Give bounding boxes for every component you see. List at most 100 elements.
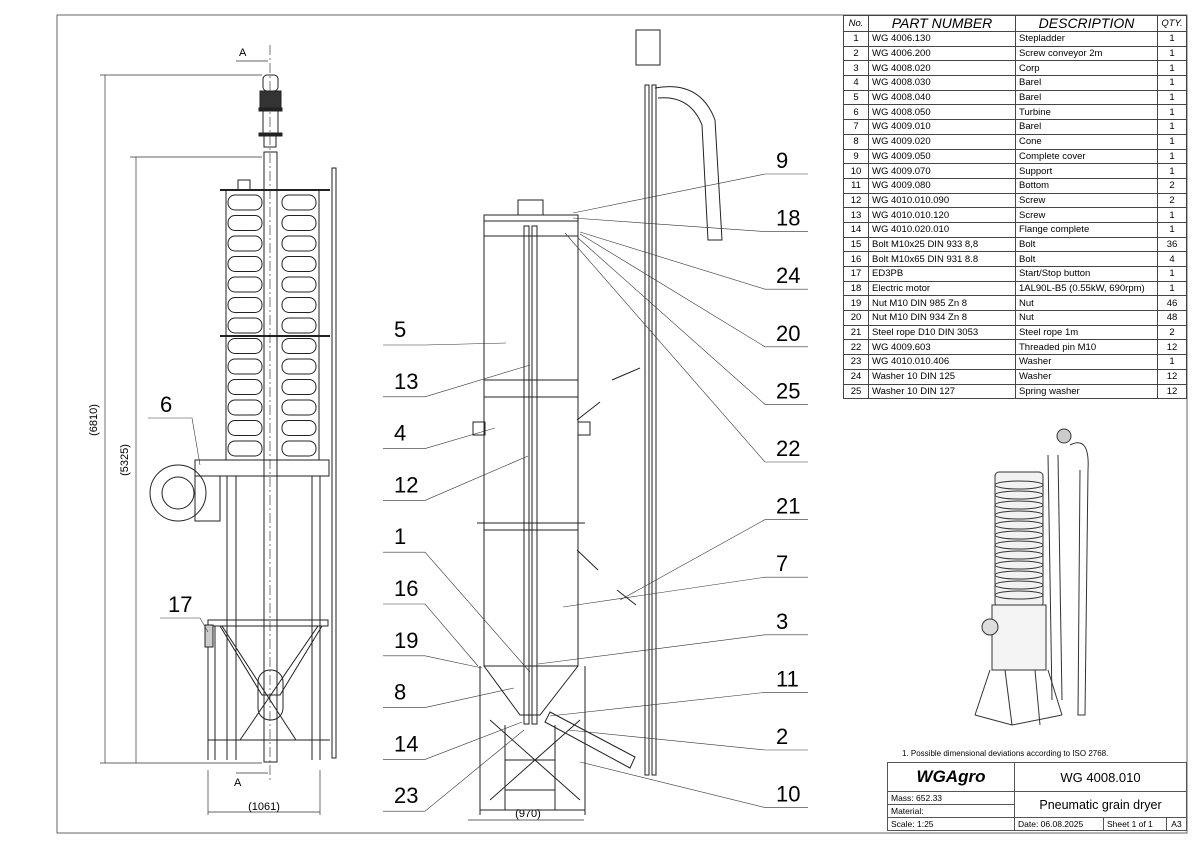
part-no: 23 [843, 354, 869, 370]
sheet: Sheet 1 of 1 [1103, 817, 1167, 831]
part-number: WG 4010.010.090 [868, 192, 1016, 209]
leader-line [567, 729, 808, 751]
part-no: 22 [843, 339, 869, 356]
part-qty: 1 [1157, 163, 1187, 179]
part-no: 21 [843, 324, 869, 341]
callout-label: 5 [394, 317, 406, 342]
callout-label: 23 [394, 783, 418, 808]
part-number: WG 4009.050 [868, 148, 1016, 165]
part-qty: 12 [1157, 339, 1187, 356]
date: Date: 06.08.2025 [1014, 817, 1104, 831]
part-qty: 1 [1157, 266, 1187, 282]
callout-label: 24 [776, 263, 800, 288]
part-description: Complete cover [1015, 148, 1158, 165]
dryer-fin [227, 420, 263, 436]
part-description: Flange complete [1015, 221, 1158, 238]
part-qty: 1 [1157, 104, 1187, 121]
leader-line [537, 634, 808, 665]
part-qty: 1 [1157, 31, 1187, 47]
dryer-fin [227, 276, 263, 293]
header-no: No. [843, 15, 869, 32]
part-description: Spring washer [1015, 383, 1158, 400]
part-description: Bolt [1015, 251, 1158, 267]
part-no: 24 [843, 368, 869, 385]
part-no: 13 [843, 207, 869, 223]
callout-label: 2 [776, 724, 788, 749]
part-qty: 4 [1157, 251, 1187, 267]
part-number: WG 4008.020 [868, 60, 1016, 77]
dryer-fin [281, 276, 317, 293]
dryer-fin [227, 235, 263, 252]
iso-fin [994, 540, 1044, 550]
dimension-lines [100, 60, 584, 821]
part-no: 18 [843, 280, 869, 297]
dryer-fin [281, 399, 317, 416]
part-description: Start/Stop button [1015, 266, 1158, 282]
leader-line [579, 231, 808, 290]
part-qty: 2 [1157, 177, 1187, 194]
part-no: 15 [843, 236, 869, 253]
part-description: Barel [1015, 75, 1158, 91]
callout-label: 20 [776, 321, 800, 346]
drawing-note: 1. Possible dimensional deviations accor… [902, 749, 1109, 758]
part-description: Screw [1015, 207, 1158, 223]
dryer-fin [227, 379, 263, 395]
callout-label: 17 [168, 592, 192, 617]
material: Material: [887, 804, 1015, 818]
part-number: WG 4006.200 [868, 45, 1016, 62]
part-description: Screw conveyor 2m [1015, 45, 1158, 62]
part-no: 8 [843, 133, 869, 150]
dryer-fin [227, 317, 263, 334]
part-description: Washer [1015, 368, 1158, 385]
part-qty: 1 [1157, 148, 1187, 165]
part-description: Nut [1015, 310, 1158, 326]
leader-line [579, 233, 808, 348]
iso-fin [994, 490, 1044, 500]
part-description: Corp [1015, 60, 1158, 77]
part-qty: 48 [1157, 310, 1187, 326]
part-no: 5 [843, 89, 869, 106]
dryer-fin [281, 215, 317, 231]
dryer-fin [227, 256, 263, 272]
dryer-fin [227, 338, 263, 354]
part-qty: 12 [1157, 383, 1187, 400]
dryer-fin [281, 297, 317, 313]
part-description: Turbine [1015, 104, 1158, 121]
part-no: 2 [843, 45, 869, 62]
part-number: WG 4009.070 [868, 163, 1016, 179]
part-number: WG 4010.020.010 [868, 221, 1016, 238]
callout-label: 13 [394, 369, 418, 394]
dim-front-width: (970) [515, 808, 541, 820]
part-no: 25 [843, 383, 869, 400]
callout-label: 6 [160, 392, 172, 417]
part-qty: 1 [1157, 75, 1187, 91]
leader-line [383, 687, 515, 708]
leader-line [383, 427, 496, 449]
part-number: Bolt M10x25 DIN 933 8,8 [868, 236, 1016, 253]
callout-label: 21 [776, 494, 800, 519]
callout-label: 22 [776, 436, 800, 461]
part-number: WG 4006.130 [868, 31, 1016, 47]
leader-line [572, 173, 808, 214]
leader-line [383, 551, 531, 673]
part-number: WG 4009.080 [868, 177, 1016, 194]
company-logo: WGAgro [887, 762, 1015, 792]
leader-line [160, 617, 209, 633]
part-no: 7 [843, 119, 869, 135]
leader-line [383, 721, 523, 760]
part-no: 16 [843, 251, 869, 267]
callout-label: 11 [776, 666, 799, 691]
